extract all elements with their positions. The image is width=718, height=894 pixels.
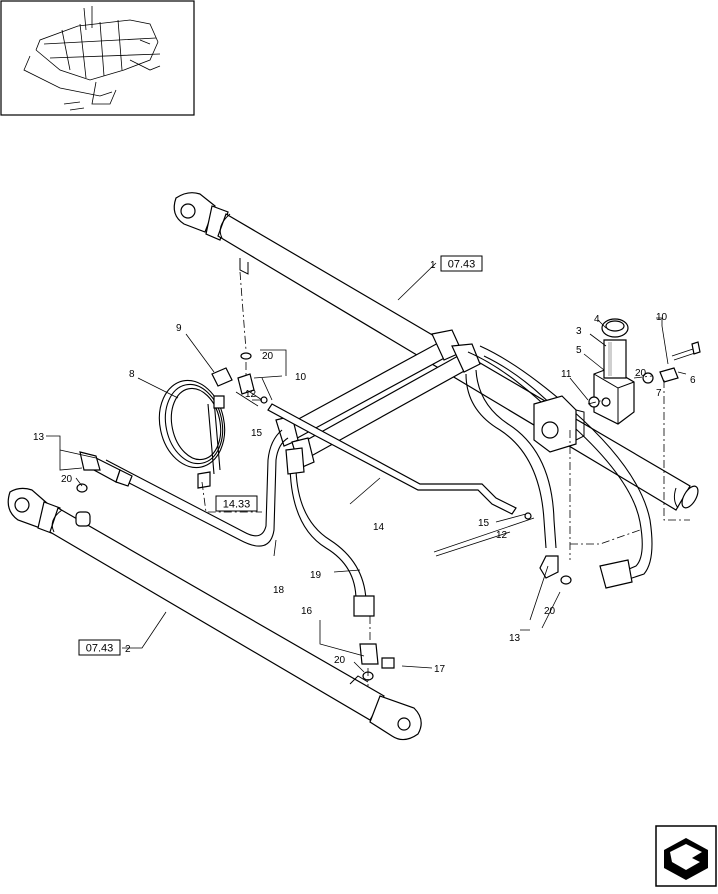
callout-7: 7 (656, 388, 662, 399)
callout-4: 4 (594, 314, 600, 325)
callout-12-lower: 12 (496, 530, 508, 541)
callout-8: 8 (129, 369, 135, 380)
callout-5: 5 (576, 345, 582, 356)
callouts: 1 2 3 4 5 6 7 8 9 10 10 11 12 12 13 13 1… (33, 260, 696, 675)
valve-assembly (533, 318, 701, 453)
callout-11: 11 (561, 369, 572, 380)
reference-box-bottom[interactable]: 07.43 (78, 639, 121, 656)
callout-16: 16 (301, 606, 313, 617)
callout-20-a: 20 (262, 351, 274, 362)
callout-20-c: 20 (635, 368, 647, 379)
callout-13-left: 13 (33, 432, 45, 443)
callout-20-b: 20 (61, 474, 73, 485)
callout-10-right: 10 (656, 312, 668, 323)
next-page-arrow-icon[interactable] (655, 825, 717, 887)
reference-box-hose[interactable]: 14.33 (215, 495, 258, 512)
reference-box-top[interactable]: 07.43 (440, 255, 483, 272)
callout-19: 19 (310, 570, 322, 581)
callout-15-lower: 15 (478, 518, 490, 529)
cross-tubes (275, 329, 481, 469)
callout-2: 2 (125, 644, 131, 655)
callout-10-left: 10 (295, 372, 307, 383)
coiled-hose-8 (158, 379, 226, 489)
hose-right (465, 345, 653, 589)
callout-20-e: 20 (334, 655, 346, 666)
callout-14: 14 (373, 522, 385, 533)
locator-thumbnail (0, 0, 195, 116)
callout-12-upper: 12 (245, 389, 257, 400)
callout-20-d: 20 (544, 606, 556, 617)
callout-6: 6 (690, 375, 696, 386)
reference-bottom-label: 07.43 (86, 643, 114, 655)
fittings (76, 352, 572, 681)
hose-19 (285, 447, 375, 617)
lower-cylinder (7, 487, 422, 741)
callout-18: 18 (273, 585, 285, 596)
callout-3: 3 (576, 326, 582, 337)
callout-13-right: 13 (509, 633, 521, 644)
reference-top-label: 07.43 (448, 259, 476, 271)
callout-1: 1 (430, 260, 436, 271)
callout-15-upper: 15 (251, 428, 263, 439)
leader-lines (46, 262, 687, 673)
hose-18 (93, 429, 289, 547)
callout-17: 17 (434, 664, 446, 675)
callout-9: 9 (176, 323, 182, 334)
reference-hose-label: 14.33 (223, 499, 251, 511)
centre-lines (201, 271, 690, 686)
